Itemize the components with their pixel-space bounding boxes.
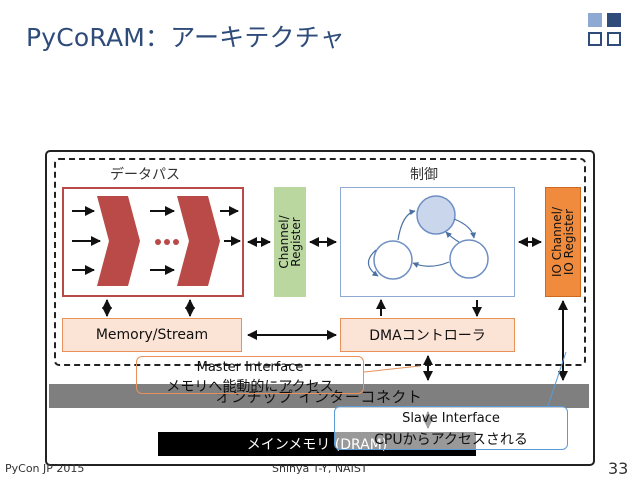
- pipeline-dot-1: [155, 239, 161, 245]
- fsm-transition-4: [412, 261, 450, 268]
- io-channel-register: IO Channel/ IO Register: [545, 187, 581, 297]
- user-logic-region: [54, 158, 586, 366]
- logo-square-3: [588, 32, 602, 46]
- channel-register: Channel/ Register: [274, 187, 306, 297]
- master-interface-desc: メモリへ能動的にアクセス: [166, 379, 334, 395]
- master-interface-callout: Master Interface メモリへ能動的にアクセス: [136, 356, 364, 395]
- datapath-label: データパス: [110, 167, 180, 183]
- master-interface-title: Master Interface: [196, 360, 304, 375]
- fsm-state-right: [449, 239, 489, 279]
- slide-title: PyCoRAM：アーキテクチャ: [26, 23, 345, 52]
- memory-stream-box: Memory/Stream: [62, 318, 242, 352]
- fsm-state-top: [416, 195, 456, 235]
- dma-controller-box: DMAコントローラ: [340, 318, 515, 352]
- master-callout-pointer: [363, 365, 421, 373]
- fsm-state-left: [373, 240, 413, 280]
- pipeline-dot-3: [173, 239, 179, 245]
- fsm-transition-1: [397, 209, 416, 241]
- pipeline-stage-2: [177, 196, 220, 286]
- footer-event: PyCon JP 2015: [5, 462, 85, 475]
- fsm-transition-2: [453, 218, 477, 239]
- logo-square-1: [588, 13, 602, 27]
- logo-squares: [588, 13, 624, 49]
- fsm-self-loop: [367, 249, 379, 277]
- slave-interface-callout: Slave Interface CPUからアクセスされる: [334, 406, 568, 450]
- pipeline-dot-2: [164, 239, 170, 245]
- logo-square-4: [607, 32, 621, 46]
- footer-author: Shinya T-Y, NAIST: [272, 462, 368, 475]
- control-label: 制御: [410, 167, 438, 183]
- fsm-transition-3: [445, 231, 460, 243]
- slave-interface-desc: CPUからアクセスされる: [374, 432, 528, 448]
- fpga-outer-box: [45, 150, 595, 466]
- slave-callout-pointer: [547, 351, 567, 407]
- page-number: 33: [608, 459, 629, 478]
- slave-interface-title: Slave Interface: [402, 411, 500, 426]
- logo-square-2: [607, 13, 621, 27]
- pipeline-stage-1: [97, 196, 140, 286]
